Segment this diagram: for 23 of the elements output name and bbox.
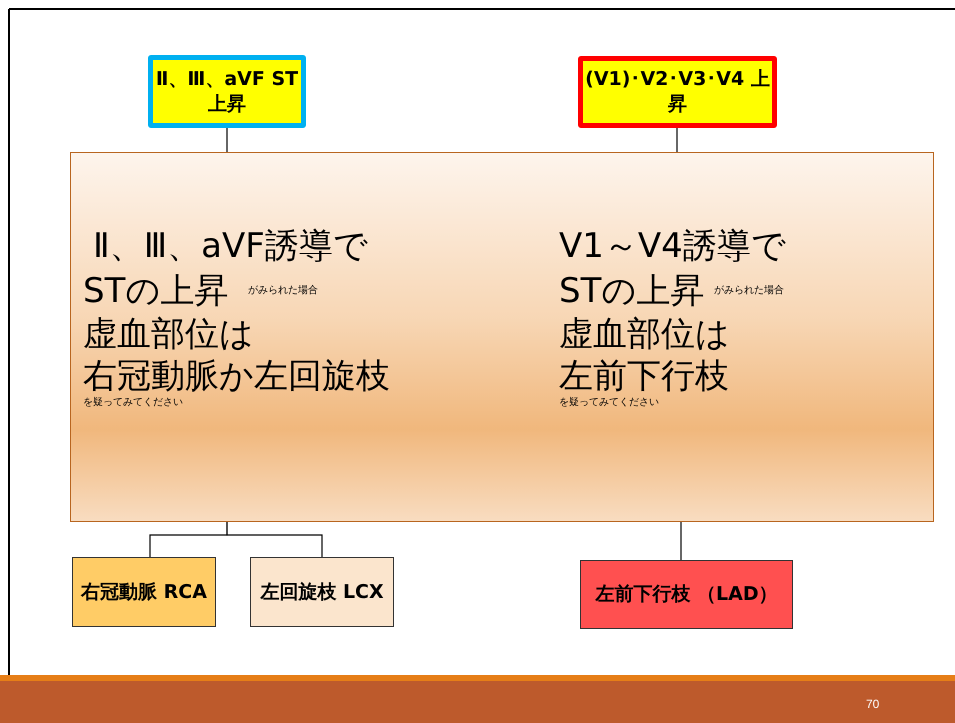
artery-box: 左前下行枝 （LAD） bbox=[580, 560, 793, 629]
connector-line bbox=[676, 128, 678, 152]
panel-text: STの上昇 bbox=[83, 270, 228, 313]
explanation-panel bbox=[70, 152, 934, 522]
panel-text: 右冠動脈か左回旋枝 bbox=[83, 355, 390, 396]
connector-line bbox=[226, 522, 323, 557]
note-text: を疑ってみてください bbox=[559, 396, 659, 409]
connector-line bbox=[680, 522, 682, 560]
lead-box: Ⅱ、Ⅲ、aVF ST上昇 bbox=[148, 55, 306, 128]
connector-line bbox=[226, 128, 228, 152]
note-text: がみられた場合 bbox=[248, 284, 318, 297]
panel-text: V1～V4誘導で bbox=[559, 225, 786, 268]
panel-text: 左前下行枝 bbox=[559, 355, 729, 396]
lead-box: (V1)･V2･V3･V4 上昇 bbox=[578, 56, 777, 128]
panel-text: STの上昇 bbox=[559, 270, 704, 313]
artery-box: 左回旋枝 LCX bbox=[250, 557, 394, 627]
page-number: 70 bbox=[866, 697, 880, 711]
panel-text: 虚血部位は bbox=[83, 313, 254, 356]
note-text: を疑ってみてください bbox=[83, 396, 183, 409]
panel-text: Ⅱ、Ⅲ、aVF誘導で bbox=[93, 225, 368, 268]
panel-text: 虚血部位は bbox=[559, 313, 730, 356]
artery-box: 右冠動脈 RCA bbox=[72, 557, 216, 627]
note-text: がみられた場合 bbox=[714, 284, 784, 297]
